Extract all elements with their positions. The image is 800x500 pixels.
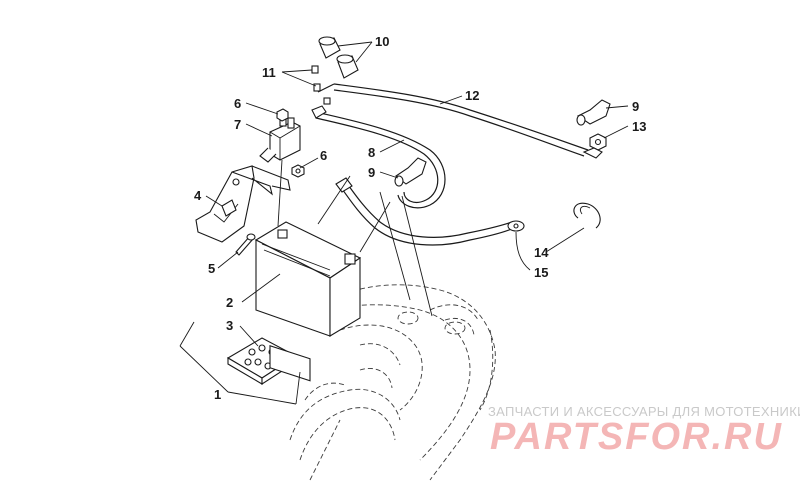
terminal-boots	[318, 36, 359, 79]
callout-6-top: 6	[234, 96, 241, 111]
callout-1: 1	[214, 387, 221, 402]
callout-14: 14	[534, 245, 549, 260]
nut-13	[589, 133, 607, 151]
callout-2: 2	[226, 295, 233, 310]
callout-4: 4	[194, 188, 202, 203]
callout-15: 15	[534, 265, 548, 280]
cable-15	[335, 177, 525, 246]
callout-6-lower: 6	[320, 148, 327, 163]
cable-boots	[394, 99, 611, 187]
callout-8: 8	[368, 145, 375, 160]
callout-10: 10	[375, 34, 389, 49]
clamp-ring	[573, 202, 601, 229]
cable-8	[311, 105, 446, 209]
callout-12: 12	[465, 88, 479, 103]
small-nuts	[311, 65, 331, 105]
callout-7: 7	[234, 117, 241, 132]
bolt	[235, 233, 256, 256]
callout-5: 5	[208, 261, 215, 276]
cable-12	[317, 83, 603, 159]
callout-13: 13	[632, 119, 646, 134]
callout-11: 11	[262, 65, 276, 80]
leader-lines	[179, 41, 629, 405]
solenoid	[259, 113, 301, 163]
callout-9-lower: 9	[368, 165, 375, 180]
watermark-logo: PARTSFOR.RU	[490, 416, 783, 458]
nuts	[276, 108, 305, 178]
battery	[254, 221, 362, 382]
callout-3: 3	[226, 318, 233, 333]
watermark-tagline: ЗАПЧАСТИ И АКСЕССУАРЫ ДЛЯ МОТОТЕХНИКИ	[488, 404, 800, 419]
callout-labels: 10 11 6 7 6 8 9 12 9 13 4 5 14 15 2 3 1	[194, 34, 646, 402]
callout-9-upper: 9	[632, 99, 639, 114]
chassis-outline	[289, 284, 496, 481]
